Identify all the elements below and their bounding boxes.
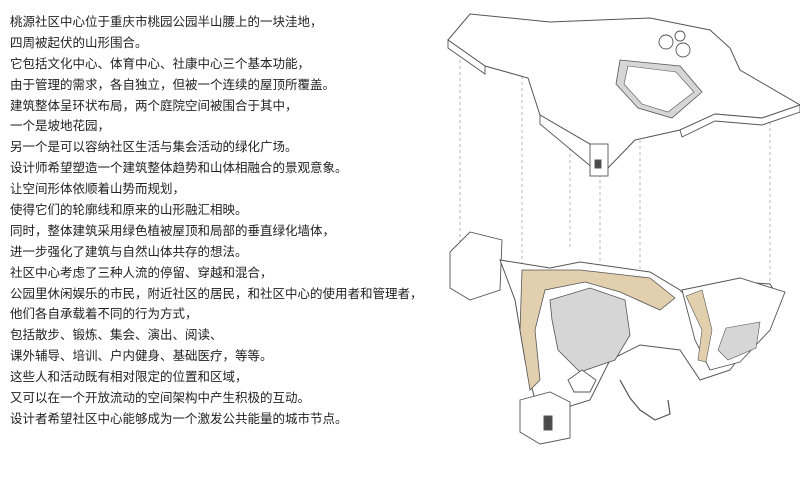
- text-line: 他们各自承载着不同的行为方式，: [10, 306, 198, 322]
- ground-timber-deck: [519, 269, 676, 391]
- roof-wall-right: [679, 104, 800, 138]
- text-line: 四周被起伏的山形围合。: [10, 34, 148, 50]
- text-line: 包括散步、锻炼、集会、演出、阅读、: [10, 327, 223, 343]
- text-line: 它包括文化中心、体育中心、社康中心三个基本功能，: [10, 55, 311, 71]
- roof-skylight: [675, 42, 691, 58]
- ground-entrance-door: [543, 415, 553, 431]
- roof-wall-left: [447, 39, 486, 75]
- ground-level: [449, 231, 786, 445]
- ground-massing-left: [449, 231, 503, 301]
- text-line: 设计师希望塑造一个建筑整体趋势和山体相融合的景观意象。: [10, 160, 348, 176]
- roof-skylight: [674, 30, 686, 42]
- ground-garden-lawn: [717, 321, 761, 361]
- text-line: 公园里休闲娱乐的市民，附近社区的居民，和社区中心的使用者和管理者，: [10, 285, 423, 301]
- text-line: 让空间形体依顺着山势而规划，: [10, 181, 186, 197]
- roof-level: [447, 13, 800, 177]
- text-line: 这些人和活动既有相对限定的位置和区域，: [10, 369, 248, 385]
- ground-lantern: [567, 369, 597, 393]
- description-text: 桃源社区中心位于重庆市桃园公园半山腰上的一块洼地， 四周被起伏的山形围合。 它包…: [10, 12, 430, 430]
- ground-plaza: [549, 287, 631, 373]
- roof-tower-window: [594, 159, 602, 169]
- roof-skylight: [658, 34, 674, 50]
- text-line: 进一步强化了建筑与自然山体共存的想法。: [10, 243, 248, 259]
- roof-inner-light: [623, 65, 695, 113]
- ground-ramp: [619, 379, 671, 421]
- ground-garden-path: [685, 289, 713, 363]
- text-line: 课外辅导、培训、户内健身、基础医疗，等等。: [10, 348, 273, 364]
- text-line: 社区中心考虑了三种人流的停留、穿越和混合，: [10, 264, 273, 280]
- text-line: 又可以在一个开放流动的空间架构中产生积极的互动。: [10, 390, 311, 406]
- text-line: 同时，整体建筑采用绿色植被屋顶和局部的垂直绿化墙体，: [10, 222, 336, 238]
- text-line: 建筑整体呈环状布局，两个庭院空间被围合于其中，: [10, 97, 298, 113]
- exploded-axonometric-drawing: [440, 0, 800, 477]
- text-line: 设计者希望社区中心能够成为一个激发公共能量的城市节点。: [10, 410, 348, 426]
- text-line: 另一个是可以容纳社区生活与集会活动的绿化广场。: [10, 139, 298, 155]
- text-line: 使得它们的轮廓线和原来的山形融汇相映。: [10, 202, 248, 218]
- text-line: 由于管理的需求，各自独立，但被一个连续的屋顶所覆盖。: [10, 76, 336, 92]
- text-line: 一个是坡地花园，: [10, 118, 111, 134]
- text-line: 桃源社区中心位于重庆市桃园公园半山腰上的一块洼地，: [10, 14, 323, 29]
